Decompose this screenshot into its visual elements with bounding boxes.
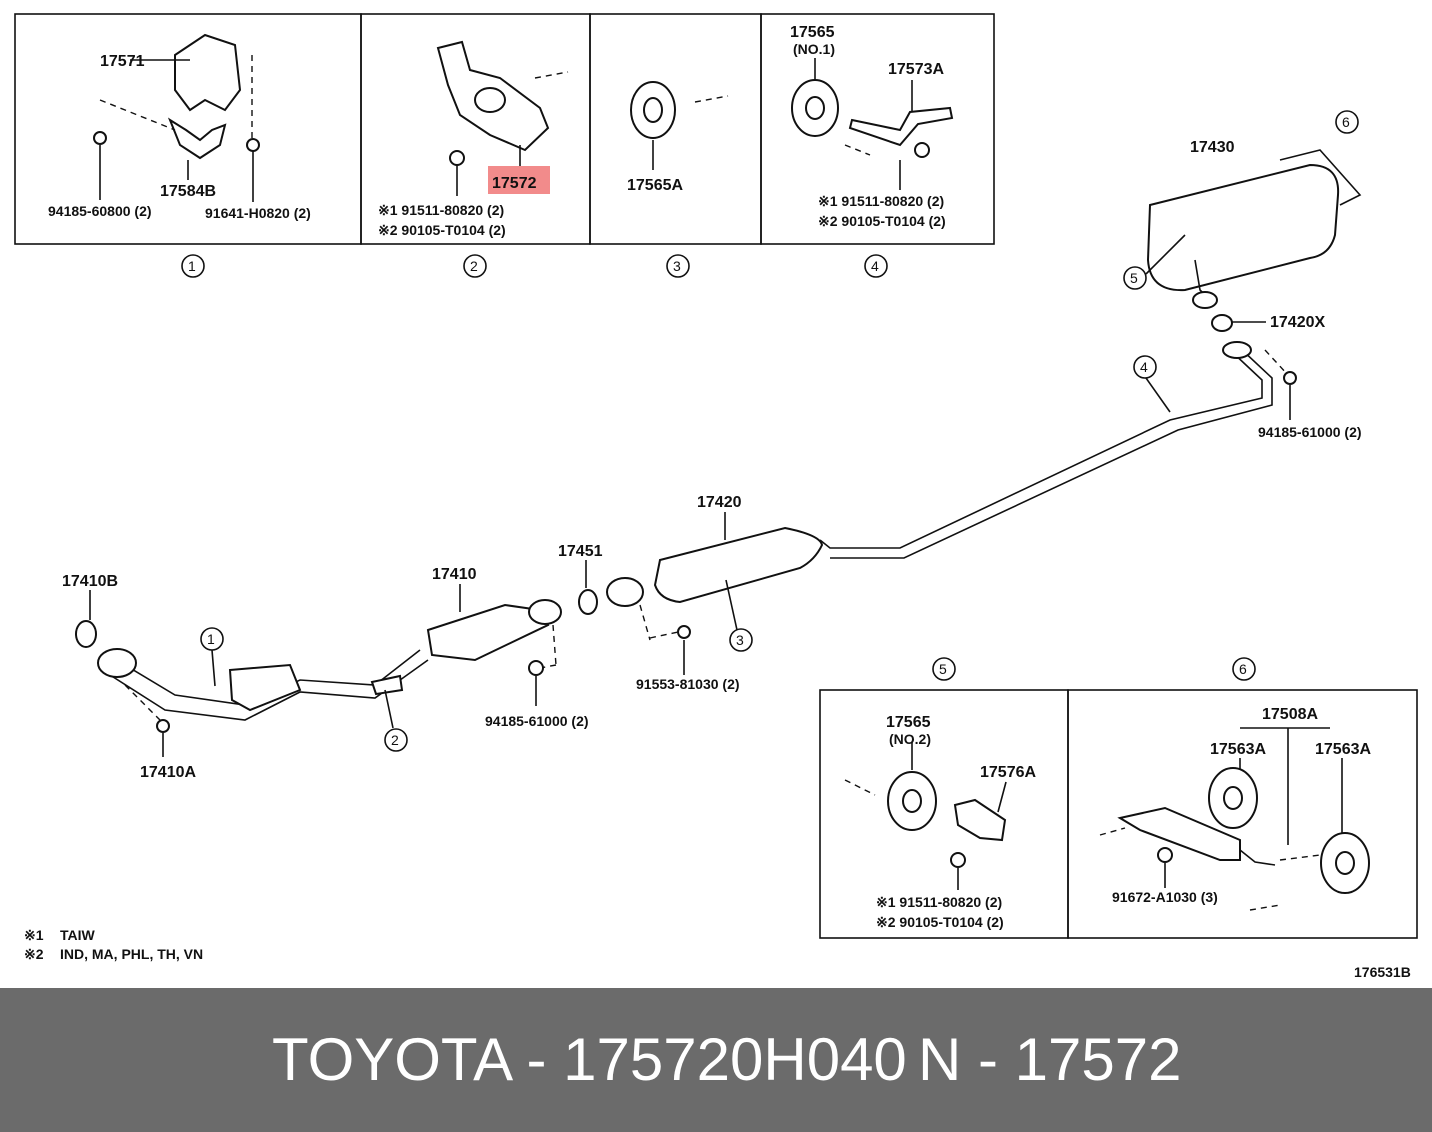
bracket-17508A <box>1117 806 1241 861</box>
detail-box-4: 17565 (NO.1) 17573A ※1 91511-80820 (2) ※… <box>760 13 995 245</box>
detail-box-3: 17565A <box>589 13 762 245</box>
note-text: IND, MA, PHL, TH, VN <box>60 946 203 962</box>
callout-number: 6 <box>1342 114 1350 130</box>
front-pipe-17410: 17410 17410B 17410A 94185-61000 (2) <box>62 566 589 781</box>
part-label: ※2 90105-T0104 (2) <box>818 213 946 229</box>
gasket-17451 <box>578 589 598 615</box>
detail-box-2: 17572 ※1 91511-80820 (2) ※2 90105-T0104 … <box>360 13 591 245</box>
part-label: 91672-A1030 (3) <box>1112 889 1218 905</box>
highlight-17572 <box>488 166 550 194</box>
part-label: 17584B <box>160 183 216 200</box>
part-label: 17565 <box>886 714 931 731</box>
part-label: 94185-60800 (2) <box>48 203 152 219</box>
part-label: (NO.1) <box>793 41 835 57</box>
callout-number: 4 <box>1140 359 1148 375</box>
muffler-17430 <box>1146 163 1340 292</box>
part-label: 94185-61000 (2) <box>485 713 589 729</box>
center-pipe-17420: 94185-61000 (2) 17420 <box>606 341 1362 607</box>
part-label: 94185-61000 (2) <box>1258 424 1362 440</box>
callout-number: 4 <box>871 258 879 274</box>
part-label: 17410A <box>140 764 196 781</box>
part-label: 91641-H0820 (2) <box>205 205 311 221</box>
callout-number: 3 <box>673 258 681 274</box>
part-label: 91553-81030 (2) <box>636 676 740 692</box>
note-mark: ※2 <box>24 946 44 962</box>
bracket-17573A <box>848 106 954 147</box>
part-label: 17565 <box>790 24 835 41</box>
footer-reference: N - 17572 <box>918 1026 1182 1093</box>
footer-bar: TOYOTA - 175720H040 N - 17572 <box>0 988 1432 1132</box>
callout-number: 3 <box>736 632 744 648</box>
part-label: 17563A <box>1315 741 1371 758</box>
diagram-code: 176531B <box>1354 964 1411 980</box>
callout-number: 5 <box>1130 270 1138 286</box>
part-label: ※1 91511-80820 (2) <box>876 894 1002 910</box>
note-text: TAIW <box>60 927 96 943</box>
part-label-highlighted: 17572 <box>492 175 537 192</box>
part-label: 17576A <box>980 764 1036 781</box>
part-label: 17571 <box>100 53 145 70</box>
detail-box-1: 17571 17584B 94185-60800 (2) 91641-H0820… <box>14 13 362 245</box>
muffler-assembly: 17430 17420X <box>1146 139 1362 332</box>
part-label: ※1 91511-80820 (2) <box>818 193 944 209</box>
footer-part-number: TOYOTA - 175720H040 <box>272 1026 907 1093</box>
detail-box-5: 17565 (NO.2) 17576A ※1 91511-80820 (2) ※… <box>819 689 1069 939</box>
bracket-17571 <box>174 33 242 112</box>
clamp-17584B <box>167 117 227 160</box>
part-label: 17420X <box>1270 314 1325 331</box>
callout-number: 1 <box>207 631 215 647</box>
part-label: 17410 <box>432 566 477 583</box>
note-mark: ※1 <box>24 927 44 943</box>
callout-number: 2 <box>391 732 399 748</box>
part-label: ※2 90105-T0104 (2) <box>378 222 506 238</box>
part-label: ※2 90105-T0104 (2) <box>876 914 1004 930</box>
detail-box-6: 17508A 17563A 17563A 91672-A1030 (3) <box>1067 689 1418 939</box>
callout-number: 1 <box>188 258 196 274</box>
part-label: ※1 91511-80820 (2) <box>378 202 504 218</box>
part-label: 17420 <box>697 494 742 511</box>
part-label: 17565A <box>627 177 683 194</box>
part-label: 17410B <box>62 573 118 590</box>
exhaust-parts-diagram: 17571 17584B 94185-60800 (2) 91641-H0820… <box>14 13 1418 980</box>
callout-number: 6 <box>1239 661 1247 677</box>
part-label: (NO.2) <box>889 731 931 747</box>
part-label: 17451 <box>558 543 603 560</box>
part-label: 17563A <box>1210 741 1266 758</box>
part-label: 17430 <box>1190 139 1235 156</box>
part-label: 17573A <box>888 61 944 78</box>
gasket-17410B <box>75 620 97 648</box>
callout-number: 2 <box>470 258 478 274</box>
hanger-17576A <box>953 798 1007 842</box>
part-label: 17508A <box>1262 706 1318 723</box>
callout-number: 5 <box>939 661 947 677</box>
